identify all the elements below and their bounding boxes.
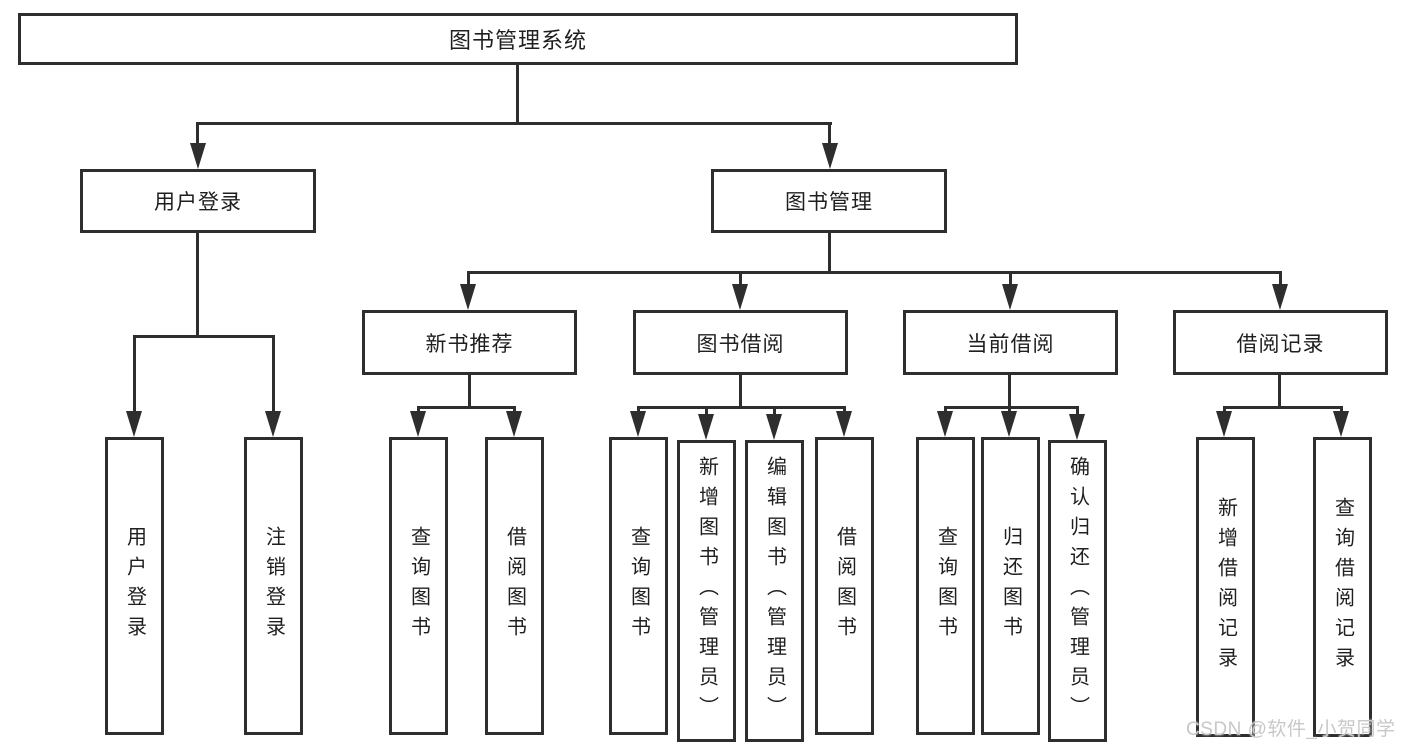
node-leaf-logout: 注销登录 xyxy=(244,437,303,735)
connector-book-mgmt-stub xyxy=(828,122,831,146)
connector-cb-query-stub xyxy=(944,406,947,414)
node-leaf-bb-borrow-book: 借阅图书 xyxy=(815,437,874,735)
arrowhead-cb-confirm xyxy=(1069,414,1085,440)
connector-bb-add-stub xyxy=(705,406,708,417)
arrowhead-br-query xyxy=(1333,411,1349,437)
node-leaf-bb-add-book-admin-label: 新增图书（管理员） xyxy=(695,456,718,726)
node-leaf-nbr-borrow-book: 借阅图书 xyxy=(485,437,544,735)
connector-new-book-crossbar xyxy=(417,406,516,409)
connector-current-borrow-stem xyxy=(1008,375,1011,408)
connector-borrow-record-crossbar xyxy=(1223,406,1343,409)
node-book-management: 图书管理 xyxy=(711,169,947,233)
node-leaf-br-query-record: 查询借阅记录 xyxy=(1313,437,1372,737)
csdn-watermark: CSDN @软件_小贺同学 xyxy=(1186,719,1396,740)
node-leaf-nbr-query-book-label: 查询图书 xyxy=(407,526,430,646)
arrowhead-book-borrow xyxy=(732,284,748,310)
connector-book-borrow-crossbar xyxy=(637,406,846,409)
node-leaf-bb-add-book-admin: 新增图书（管理员） xyxy=(677,440,736,742)
node-new-book-recommend-label: 新书推荐 xyxy=(425,332,514,356)
arrowhead-book-mgmt xyxy=(822,143,838,169)
node-root-label: 图书管理系统 xyxy=(448,28,587,53)
connector-leaf-login-stub xyxy=(133,335,136,413)
arrowhead-nbr-borrow xyxy=(506,411,522,437)
connector-book-mgmt-stem xyxy=(828,233,831,273)
arrowhead-bb-query xyxy=(630,411,646,437)
connector-leaf-logout-stub xyxy=(272,335,275,413)
connector-root-stem xyxy=(516,65,519,122)
connector-root-crossbar xyxy=(196,122,832,125)
arrowhead-bb-borrow xyxy=(836,411,852,437)
connector-book-mgmt-crossbar xyxy=(467,271,1282,274)
node-leaf-cb-return-book-label: 归还图书 xyxy=(999,526,1022,646)
node-book-borrow-label: 图书借阅 xyxy=(696,332,785,356)
node-borrow-record-label: 借阅记录 xyxy=(1236,332,1325,356)
arrowhead-cb-query xyxy=(937,411,953,437)
connector-user-login-stem xyxy=(196,233,199,335)
node-leaf-br-query-record-label: 查询借阅记录 xyxy=(1331,497,1354,677)
node-leaf-cb-confirm-return-admin-label: 确认归还（管理员） xyxy=(1066,456,1089,726)
node-leaf-bb-borrow-book-label: 借阅图书 xyxy=(833,526,856,646)
connector-user-login-stub xyxy=(196,122,199,146)
node-leaf-logout-label: 注销登录 xyxy=(262,526,285,646)
connector-bb-borrow-stub xyxy=(843,406,846,414)
node-leaf-br-add-record-label: 新增借阅记录 xyxy=(1214,497,1237,677)
node-new-book-recommend: 新书推荐 xyxy=(362,310,577,375)
arrowhead-bb-edit xyxy=(766,414,782,440)
connector-user-login-crossbar xyxy=(133,335,275,338)
connector-nbr-query-stub xyxy=(417,406,420,414)
node-leaf-cb-return-book: 归还图书 xyxy=(981,437,1040,735)
node-leaf-cb-query-book-label: 查询图书 xyxy=(934,526,957,646)
arrowhead-cb-return xyxy=(1001,411,1017,437)
node-root: 图书管理系统 xyxy=(18,13,1018,65)
connector-new-book-stem xyxy=(468,375,471,408)
node-book-management-label: 图书管理 xyxy=(785,191,873,214)
node-leaf-user-login: 用户登录 xyxy=(105,437,164,735)
arrowhead-leaf-login xyxy=(126,411,142,437)
node-book-borrow: 图书借阅 xyxy=(633,310,848,375)
node-current-borrow-label: 当前借阅 xyxy=(966,332,1055,356)
node-user-login-label: 用户登录 xyxy=(154,191,242,214)
node-leaf-nbr-borrow-book-label: 借阅图书 xyxy=(503,526,526,646)
arrowhead-bb-add xyxy=(698,414,714,440)
node-leaf-cb-query-book: 查询图书 xyxy=(916,437,975,735)
node-leaf-cb-confirm-return-admin: 确认归还（管理员） xyxy=(1048,440,1107,742)
connector-current-borrow-crossbar xyxy=(944,406,1079,409)
connector-bb-query-stub xyxy=(637,406,640,414)
connector-nbr-borrow-stub xyxy=(513,406,516,414)
connector-br-query-stub xyxy=(1340,406,1343,414)
arrowhead-leaf-logout xyxy=(265,411,281,437)
connector-borrow-record-stem xyxy=(1278,375,1281,408)
connector-br-add-stub xyxy=(1223,406,1226,414)
arrowhead-br-add xyxy=(1216,411,1232,437)
node-leaf-bb-query-book: 查询图书 xyxy=(609,437,668,735)
arrowhead-new-book xyxy=(460,284,476,310)
arrowhead-nbr-query xyxy=(410,411,426,437)
node-leaf-br-add-record: 新增借阅记录 xyxy=(1196,437,1255,737)
connector-bb-edit-stub xyxy=(773,406,776,417)
connector-borrow-record-stub xyxy=(1279,271,1282,287)
node-current-borrow: 当前借阅 xyxy=(903,310,1118,375)
connector-cb-return-stub xyxy=(1008,406,1011,414)
node-borrow-record: 借阅记录 xyxy=(1173,310,1388,375)
arrowhead-borrow-record xyxy=(1272,284,1288,310)
connector-current-borrow-stub xyxy=(1009,271,1012,287)
node-leaf-user-login-label: 用户登录 xyxy=(123,526,146,646)
node-leaf-bb-query-book-label: 查询图书 xyxy=(627,526,650,646)
connector-book-borrow-stem xyxy=(739,375,742,408)
connector-new-book-stub xyxy=(467,271,470,287)
arrowhead-user-login xyxy=(190,143,206,169)
connector-book-borrow-stub xyxy=(739,271,742,287)
node-leaf-nbr-query-book: 查询图书 xyxy=(389,437,448,735)
node-leaf-bb-edit-book-admin: 编辑图书（管理员） xyxy=(745,440,804,742)
node-leaf-bb-edit-book-admin-label: 编辑图书（管理员） xyxy=(763,456,786,726)
arrowhead-current-borrow xyxy=(1002,284,1018,310)
connector-cb-confirm-stub xyxy=(1076,406,1079,417)
node-user-login: 用户登录 xyxy=(80,169,316,233)
